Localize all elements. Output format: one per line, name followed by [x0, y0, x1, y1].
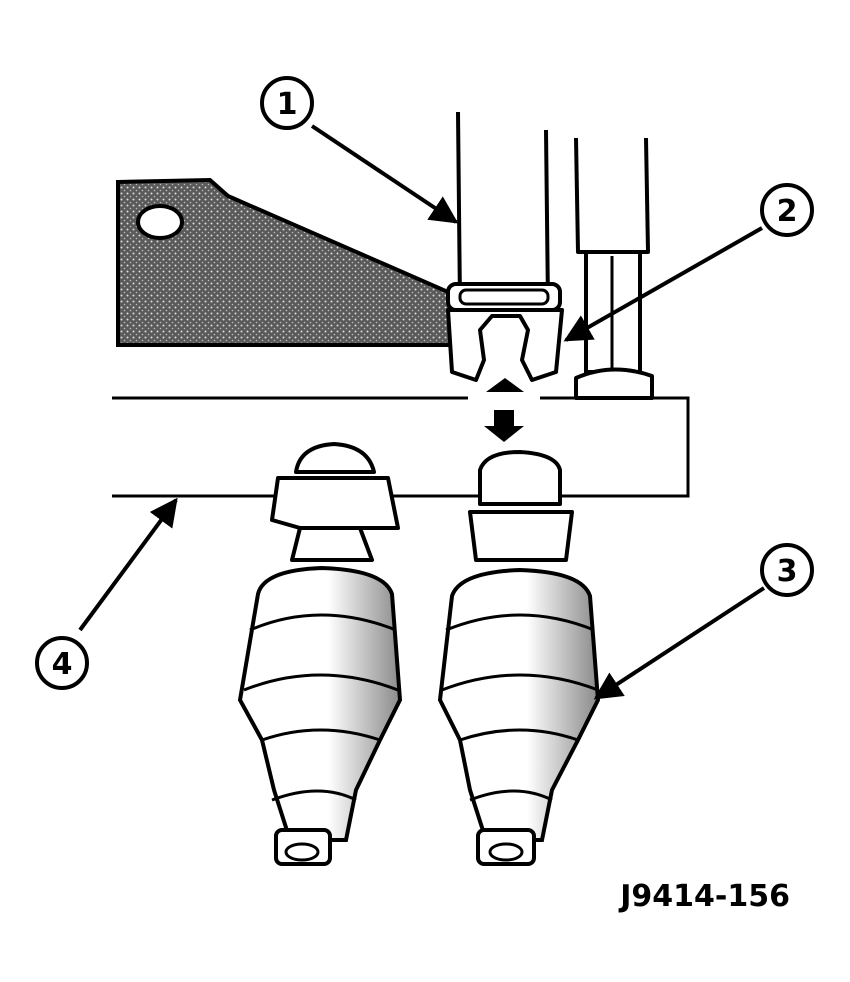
callout-4: 4: [35, 636, 89, 690]
leader-line-2: [563, 226, 763, 342]
callout-1: 1: [260, 76, 314, 130]
callout-2: 2: [760, 183, 814, 237]
fuel-tube: [574, 137, 654, 400]
fuel-injector-left: [237, 442, 403, 866]
leader-lines: [78, 124, 766, 700]
leader-line-4: [78, 497, 178, 632]
figure-id: J9414-156: [618, 879, 790, 914]
removal-tool: [446, 111, 564, 382]
fuel-rail: [112, 396, 690, 498]
leader-line-3: [593, 586, 766, 700]
mounting-bracket: [116, 177, 457, 347]
callout-3-label: 3: [777, 554, 798, 589]
leader-line-1: [310, 124, 459, 224]
callout-3: 3: [760, 543, 814, 597]
callout-1-label: 1: [277, 87, 298, 122]
callout-2-label: 2: [777, 194, 798, 229]
callout-4-label: 4: [52, 647, 73, 682]
fuel-injector-right: [437, 450, 601, 866]
direction-arrows: [484, 378, 524, 442]
